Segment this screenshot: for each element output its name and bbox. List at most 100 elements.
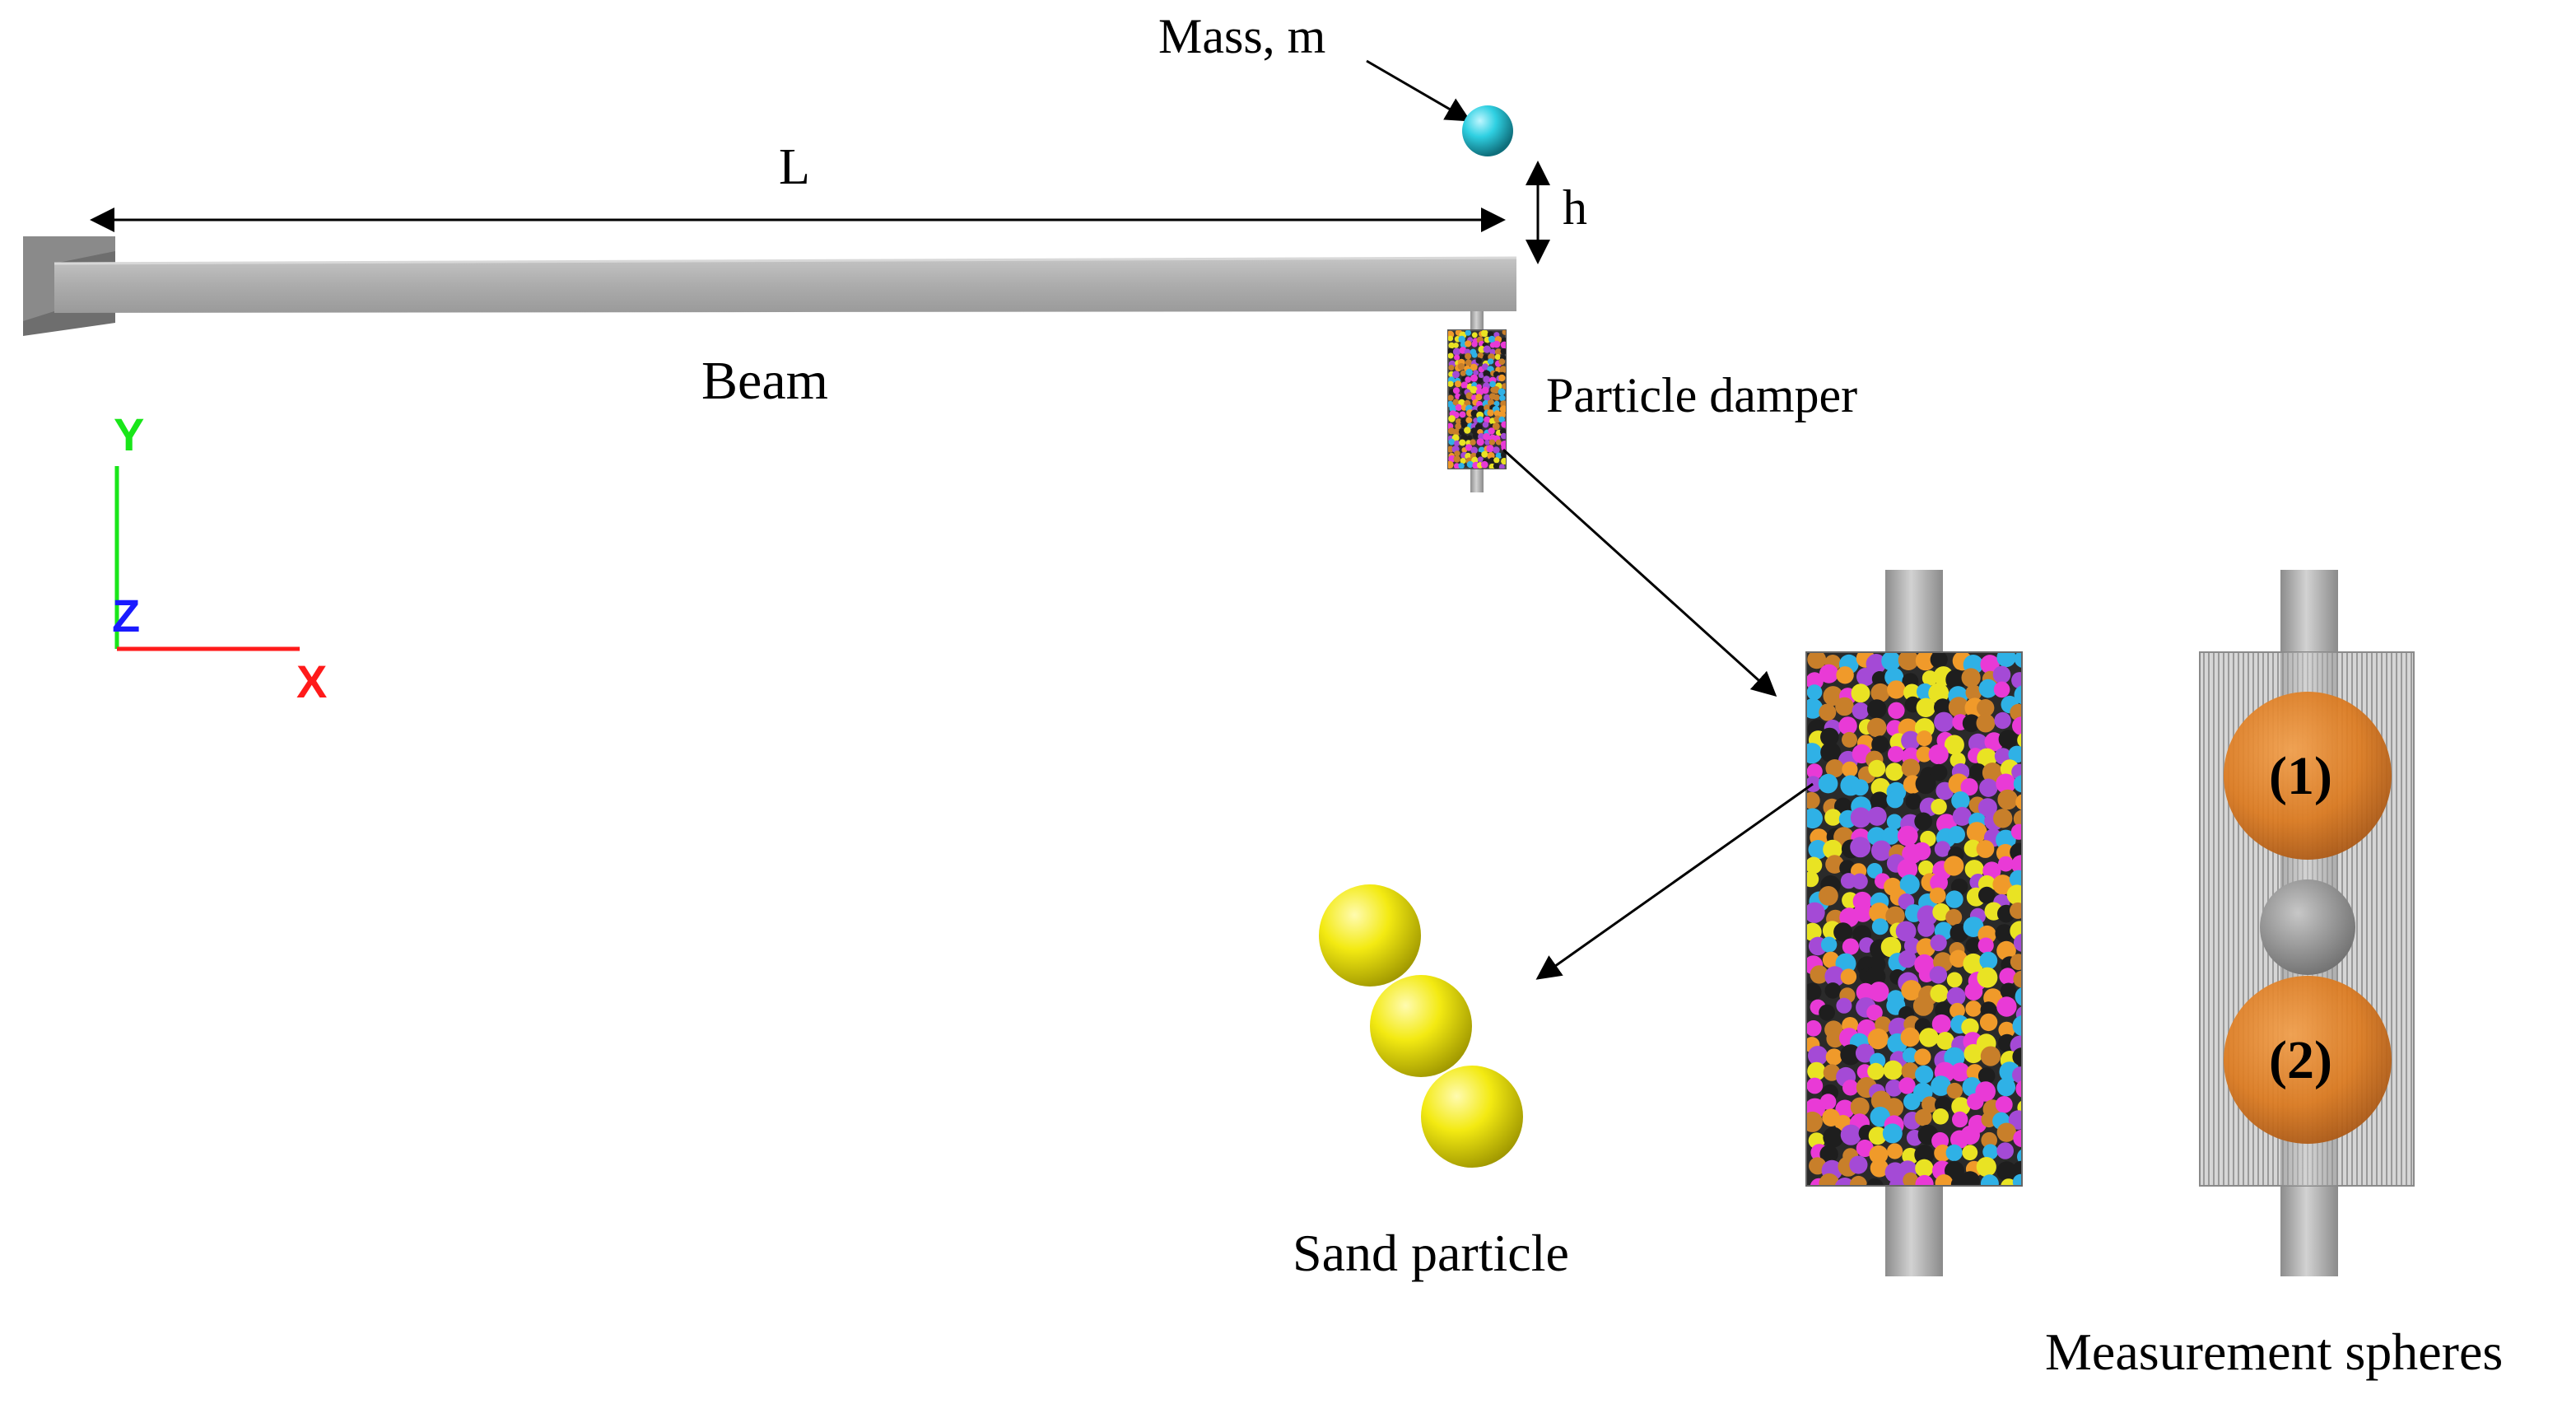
damper-particle: [1952, 1111, 1968, 1128]
damper-particle: [1465, 359, 1473, 366]
damper-particle: [1822, 951, 1840, 968]
damper-particle: [1855, 1043, 1875, 1063]
damper-particle: [1887, 1143, 1903, 1159]
damper-particle: [1819, 886, 1838, 906]
damper-particle: [1471, 341, 1478, 348]
damper-particle: [1980, 1174, 1999, 1186]
damper-particle: [1477, 405, 1485, 413]
damper-particle: [1930, 652, 1948, 669]
damper-particle: [1946, 987, 1966, 1006]
damper-particle: [1963, 1043, 1983, 1064]
damper-particle: [1448, 335, 1454, 342]
damper-particle: [1493, 457, 1500, 464]
damper-particle: [1935, 1174, 1954, 1186]
damper-particle: [1952, 806, 1972, 826]
damper-particle: [1819, 703, 1837, 721]
damper-particle: [1806, 698, 1824, 719]
damper-particle: [1935, 1001, 1953, 1019]
damper-particle: [1806, 1020, 1822, 1037]
damper-particle: [1481, 460, 1488, 469]
damper-particle: [1453, 463, 1460, 469]
damper-particle: [1871, 671, 1888, 687]
damper-particle: [1912, 842, 1931, 861]
coordinate-axes: [114, 466, 300, 651]
damper-particle: [1999, 968, 2017, 986]
damper-particle: [1820, 742, 1842, 763]
damper-particle: [1915, 1108, 1932, 1126]
damper-particle: [2010, 703, 2022, 721]
damper-particle: [1825, 1048, 1842, 1066]
damper-particle: [1888, 746, 1904, 763]
damper-particle: [1888, 702, 1905, 719]
damper-particle: [1887, 680, 1906, 699]
damper-particle: [1880, 936, 1902, 958]
damper-particle: [1850, 1175, 1867, 1186]
damper-particle: [1946, 972, 1963, 988]
damper-particle: [1492, 422, 1500, 431]
damper-particle: [1448, 342, 1455, 349]
damper-particle: [1979, 951, 1998, 970]
damper-particle: [1453, 343, 1459, 348]
damper-particle: [1476, 438, 1484, 446]
damper-particle: [1826, 1029, 1844, 1048]
damper-particle: [1998, 730, 2018, 749]
damper-particle: [1471, 332, 1478, 338]
damper-particle: [1951, 1097, 1971, 1117]
damper-particle: [1477, 352, 1484, 359]
damper-particle: [1852, 873, 1868, 890]
damper-particle: [1903, 937, 1921, 954]
damper-particle: [1498, 374, 1506, 382]
damper-particle: [1961, 1018, 1979, 1036]
damper-particle: [1851, 683, 1870, 703]
sand-particle-label: Sand particle: [1293, 1224, 1569, 1282]
damper-particle: [1499, 405, 1506, 413]
damper-particle: [2008, 745, 2022, 763]
damper-particle: [1996, 829, 2016, 851]
damper-particle: [1819, 1173, 1840, 1186]
damper-particle: [1448, 380, 1454, 387]
damper-particle: [2015, 794, 2022, 810]
damper-particle: [1448, 394, 1454, 401]
damper-particle: [1475, 394, 1483, 401]
damper-particle: [1486, 445, 1494, 453]
damper-particle: [1852, 702, 1870, 720]
damper-particle: [1885, 1079, 1903, 1097]
damper-particle: [1915, 1174, 1934, 1186]
damper-particle: [1477, 377, 1484, 384]
damper-particle: [1930, 934, 1947, 952]
damper-particle: [1916, 746, 1932, 763]
damper-particle: [1465, 444, 1473, 451]
damper-particle: [1929, 887, 1946, 904]
damper-particle: [1499, 394, 1506, 402]
damper-particle: [1914, 1048, 1931, 1066]
damper-particle: [1452, 348, 1461, 356]
damper-particle: [1470, 446, 1478, 455]
damper-particle: [2012, 1015, 2022, 1037]
damper-particle: [1982, 763, 2003, 783]
damper-particle: [1977, 699, 1995, 717]
damper-particle: [1995, 1096, 2013, 1113]
damper-particle: [1806, 791, 1820, 809]
damper-particle: [1500, 400, 1506, 408]
center-grey-sphere: [2260, 879, 2355, 975]
damper-particle: [1996, 1142, 2014, 1159]
damper-particle: [1996, 996, 2017, 1017]
damper-particle: [1483, 354, 1488, 361]
damper-particle: [1502, 383, 1506, 389]
damper-particle: [1840, 1124, 1861, 1145]
damper-particle: [1996, 773, 2016, 794]
damper-particle: [1914, 812, 1933, 831]
damper-particle: [1850, 837, 1871, 858]
damper-particle: [1977, 1067, 1996, 1084]
damper-particle: [1835, 697, 1854, 716]
damper-particle: [1808, 1046, 1828, 1066]
damper-particle: [1499, 366, 1506, 374]
damper-particle: [1470, 374, 1478, 382]
damper-particle: [1480, 330, 1488, 338]
damper-particle: [1965, 684, 1982, 702]
damper-particle: [1454, 354, 1460, 361]
damper-particle: [2012, 1173, 2022, 1186]
damper-particle: [1922, 1096, 1938, 1113]
damper-particle: [1448, 438, 1456, 445]
damper-particle: [1465, 340, 1472, 348]
